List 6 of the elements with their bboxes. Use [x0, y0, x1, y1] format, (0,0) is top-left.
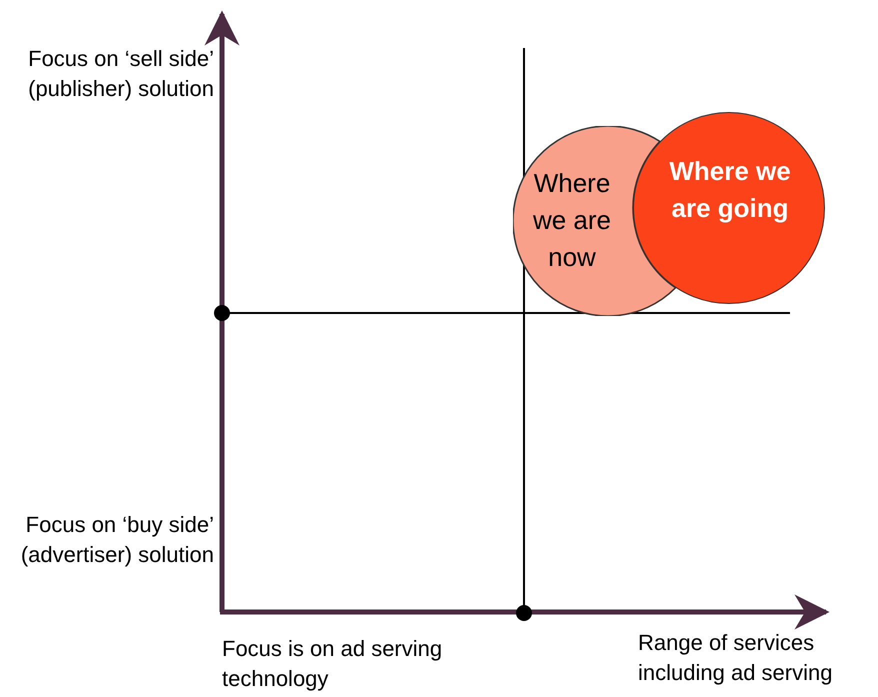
axis-label: Focus is on ad serving technology [222, 635, 444, 693]
axis-label: Range of services including ad serving [638, 629, 834, 687]
circle-label: Where we are now [532, 167, 612, 274]
axis-label: Focus on ‘sell side’ (publisher) solution [27, 45, 214, 103]
circle-label: Where we are going [668, 155, 792, 225]
axis-label: Focus on ‘buy side’ (advertiser) solution [20, 511, 214, 569]
